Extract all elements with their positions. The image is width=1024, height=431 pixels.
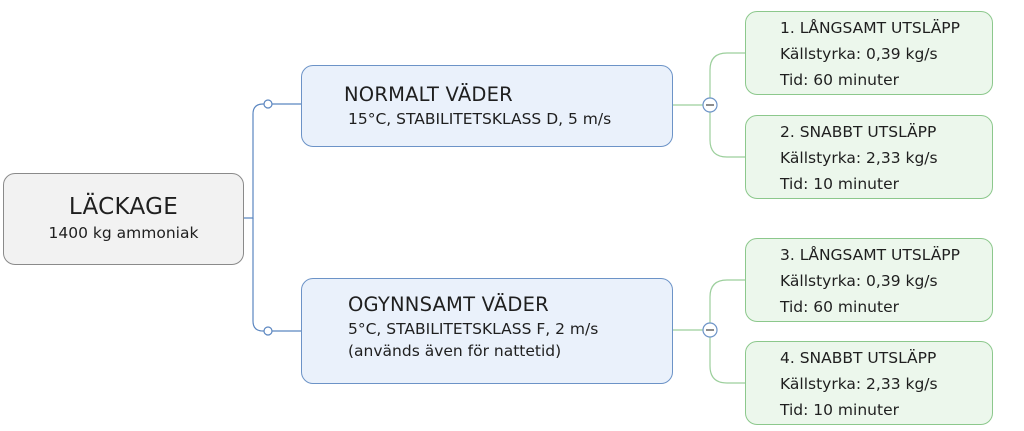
- release-strength: Källstyrka: 2,33 kg/s: [780, 375, 938, 393]
- branch-dot-icon[interactable]: [263, 99, 273, 109]
- release-time: Tid: 10 minuter: [780, 401, 899, 419]
- node-normal-weather[interactable]: NORMALT VÄDER 15°C, STABILITETSKLASS D, …: [301, 65, 673, 147]
- release-strength: Källstyrka: 2,33 kg/s: [780, 149, 938, 167]
- node-release-3[interactable]: 3. LÅNGSAMT UTSLÄPP Källstyrka: 0,39 kg/…: [745, 238, 993, 322]
- release-title: 4. SNABBT UTSLÄPP: [780, 349, 937, 367]
- node-release-4[interactable]: 4. SNABBT UTSLÄPP Källstyrka: 2,33 kg/s …: [745, 341, 993, 425]
- release-title: 3. LÅNGSAMT UTSLÄPP: [780, 246, 960, 264]
- node-unfavourable-weather[interactable]: OGYNNSAMT VÄDER 5°C, STABILITETSKLASS F,…: [301, 278, 673, 384]
- node-detail: 15°C, STABILITETSKLASS D, 5 m/s: [348, 110, 612, 128]
- release-time: Tid: 60 minuter: [780, 71, 899, 89]
- root-title: LÄCKAGE: [68, 194, 179, 220]
- node-detail: (används även för nattetid): [348, 342, 562, 360]
- release-time: Tid: 60 minuter: [780, 298, 899, 316]
- root-to-weather-connectors: [244, 103, 301, 332]
- collapse-minus-icon[interactable]: [702, 322, 718, 338]
- node-release-1[interactable]: 1. LÅNGSAMT UTSLÄPP Källstyrka: 0,39 kg/…: [745, 11, 993, 95]
- node-title: OGYNNSAMT VÄDER: [348, 293, 549, 316]
- release-strength: Källstyrka: 0,39 kg/s: [780, 272, 938, 290]
- node-title: NORMALT VÄDER: [344, 83, 513, 106]
- root-node-leakage[interactable]: LÄCKAGE 1400 kg ammoniak: [3, 173, 244, 265]
- release-time: Tid: 10 minuter: [780, 175, 899, 193]
- collapse-minus-icon[interactable]: [702, 97, 718, 113]
- weather-to-release-connectors: [673, 52, 745, 384]
- release-title: 1. LÅNGSAMT UTSLÄPP: [780, 19, 960, 37]
- release-strength: Källstyrka: 0,39 kg/s: [780, 45, 938, 63]
- root-subtitle: 1400 kg ammoniak: [48, 224, 199, 242]
- node-detail: 5°C, STABILITETSKLASS F, 2 m/s: [348, 320, 599, 338]
- node-release-2[interactable]: 2. SNABBT UTSLÄPP Källstyrka: 2,33 kg/s …: [745, 115, 993, 199]
- release-title: 2. SNABBT UTSLÄPP: [780, 123, 937, 141]
- branch-dot-icon[interactable]: [263, 326, 273, 336]
